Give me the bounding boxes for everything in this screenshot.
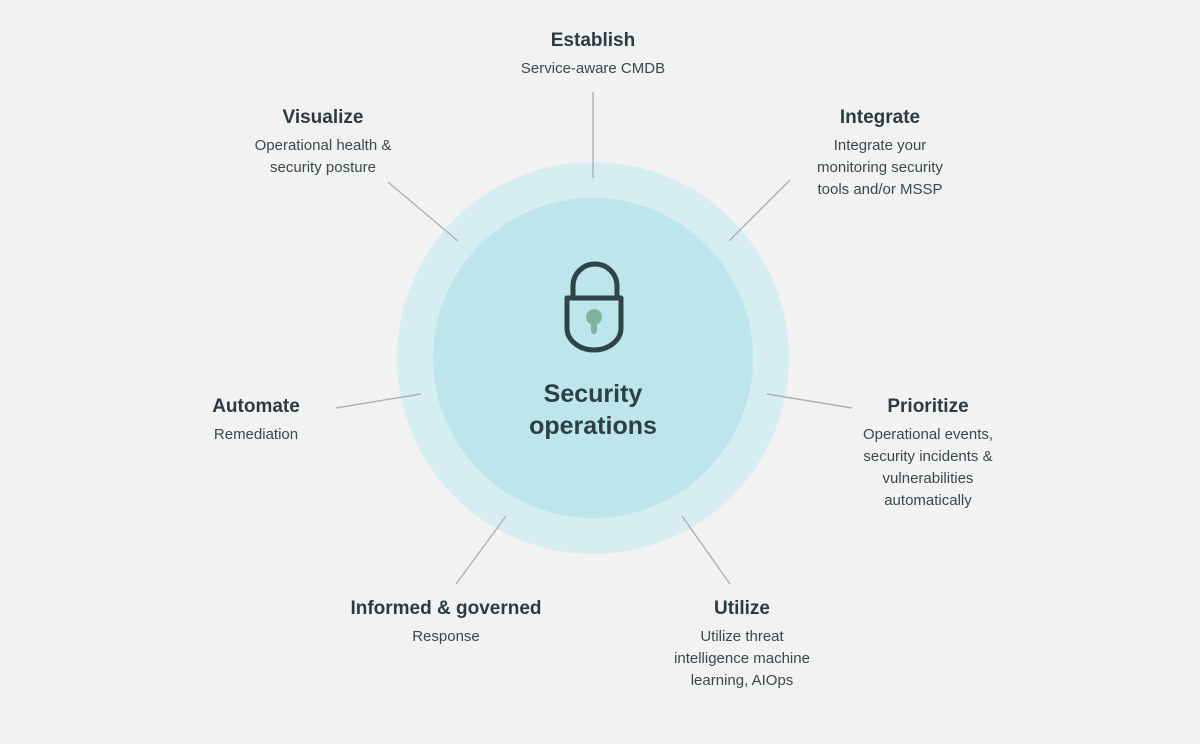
node-prioritize: Prioritize Operational events, security … (826, 395, 1030, 512)
node-title: Informed & governed (350, 598, 542, 619)
description-line: Remediation (213, 426, 299, 443)
node-description: Operational health & security posture (212, 135, 434, 179)
description-line: tools and/or MSSP (817, 181, 943, 198)
description-line: vulnerabilities (882, 470, 974, 487)
description-line: Integrate your (833, 137, 927, 154)
description-line: learning, AIOps (690, 672, 794, 689)
node-title: Prioritize (887, 396, 969, 417)
description-line: monitoring security (817, 159, 943, 176)
description-line: Operational events, (862, 426, 994, 443)
node-title: Integrate (839, 107, 921, 128)
node-description: Integrate your monitoring security tools… (768, 135, 992, 201)
keyhole-stem (591, 317, 597, 334)
node-visualize: Visualize Operational health & security … (212, 106, 434, 179)
center-title: Security operations (470, 378, 716, 442)
node-description: Service-aware CMDB (470, 58, 716, 80)
padlock-shackle (570, 261, 620, 301)
node-integrate: Integrate Integrate your monitoring secu… (768, 106, 992, 201)
node-title: Utilize (714, 598, 770, 619)
node-automate: Automate Remediation (180, 395, 332, 446)
padlock-icon (564, 261, 624, 353)
description-line: Service-aware CMDB (520, 60, 666, 77)
connector-utilize (681, 515, 731, 585)
description-line: automatically (884, 492, 972, 509)
node-title: Visualize (282, 107, 364, 128)
description-line: Utilize threat (700, 628, 784, 645)
connector-automate (335, 393, 422, 409)
node-informed-governed: Informed & governed Response (316, 597, 576, 648)
padlock-body (564, 295, 624, 353)
description-line: security posture (270, 159, 376, 176)
center-title-line-2: operations (529, 412, 657, 440)
node-title: Automate (212, 396, 300, 417)
connector-prioritize (766, 393, 853, 409)
connector-visualize (387, 181, 459, 242)
node-description: Operational events, security incidents &… (826, 424, 1030, 512)
node-description: Utilize threat intelligence machine lear… (640, 626, 844, 692)
node-description: Response (316, 626, 576, 648)
description-line: security incidents & (863, 448, 993, 465)
node-title: Establish (550, 30, 636, 51)
inner-circle (433, 198, 753, 518)
description-line: intelligence machine (674, 650, 810, 667)
center-title-line-1: Security (543, 380, 643, 408)
description-line: Response (412, 628, 480, 645)
node-establish: Establish Service-aware CMDB (470, 29, 716, 80)
node-utilize: Utilize Utilize threat intelligence mach… (640, 597, 844, 692)
description-line: Operational health & (254, 137, 392, 154)
node-description: Remediation (180, 424, 332, 446)
connector-integrate (728, 179, 791, 242)
connector-lines (335, 92, 853, 585)
connector-informed (455, 515, 507, 585)
